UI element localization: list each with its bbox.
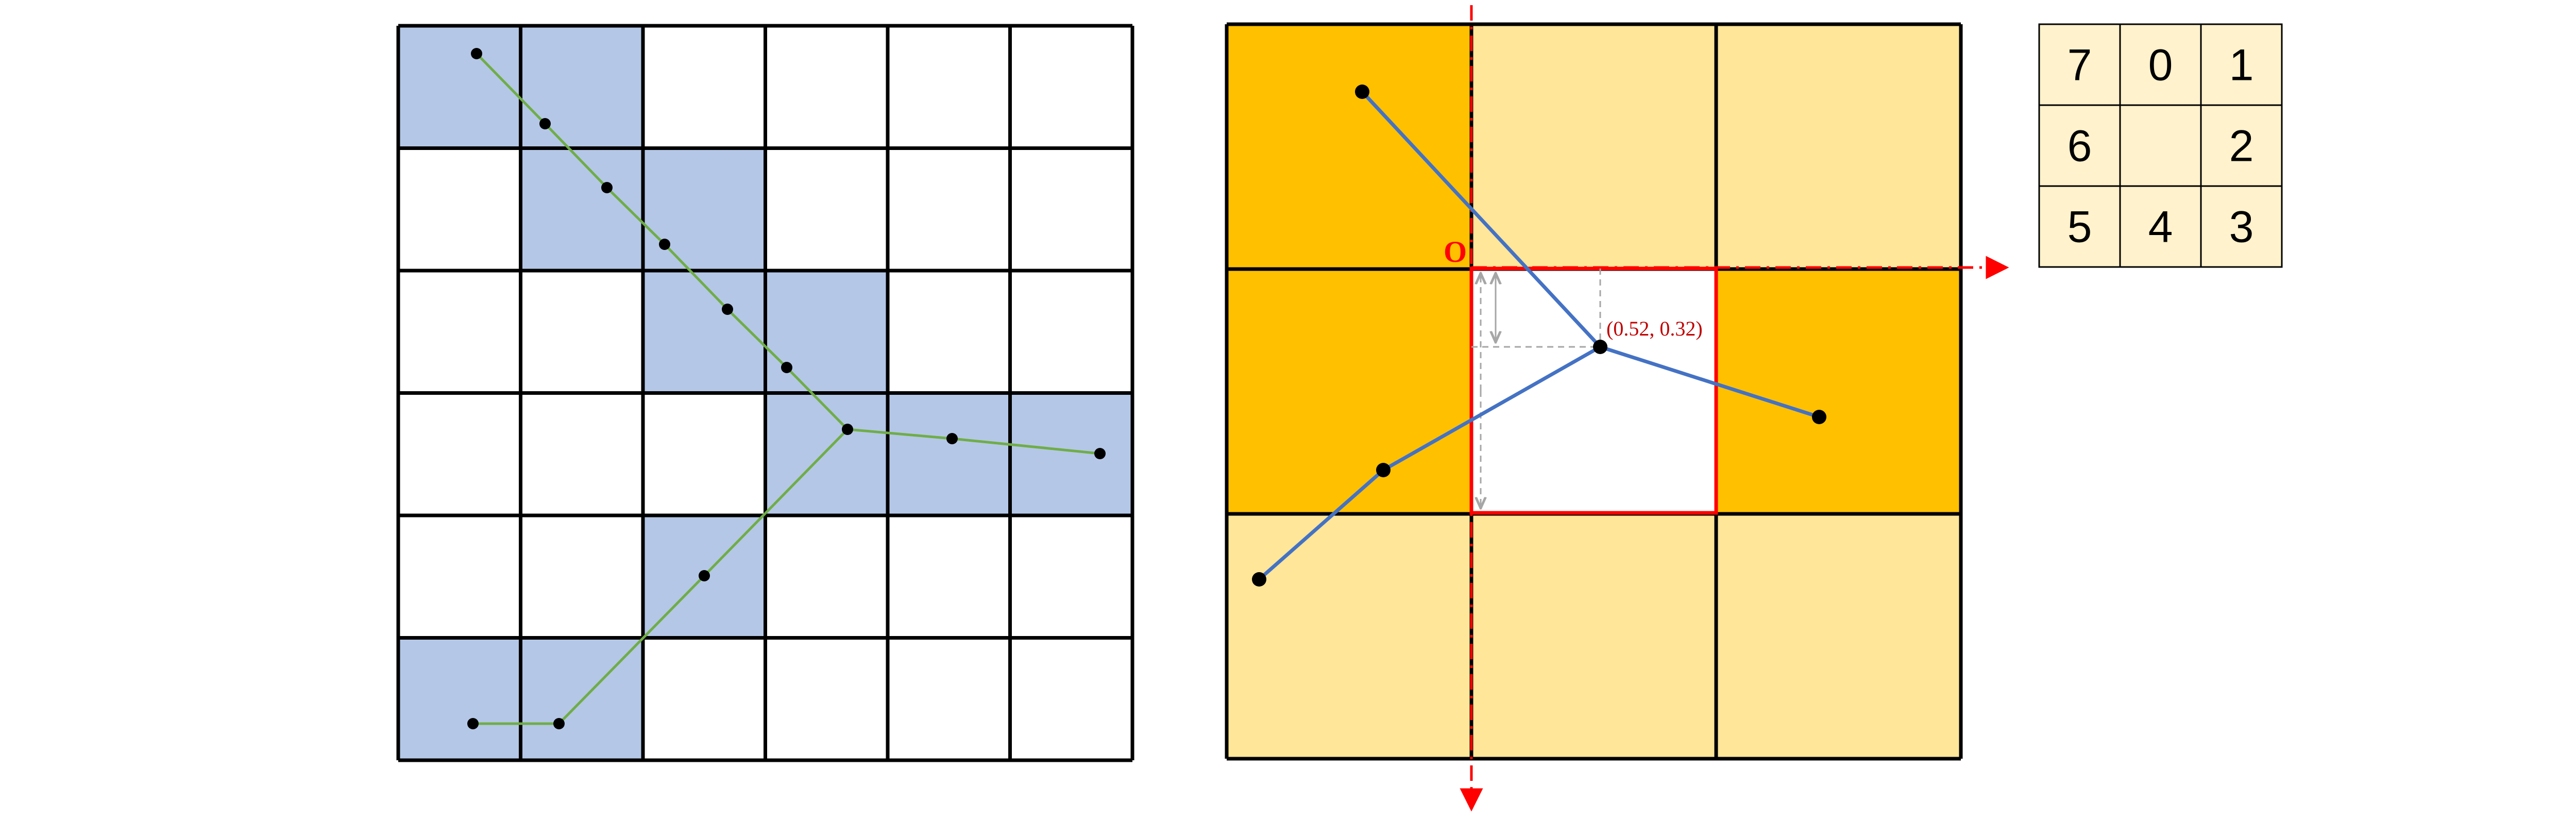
skeleton-node bbox=[601, 182, 613, 193]
skeleton-cell bbox=[1010, 393, 1132, 515]
skeleton-cell bbox=[765, 393, 888, 515]
skeleton-cell bbox=[643, 148, 766, 271]
skeleton-node bbox=[946, 433, 958, 444]
skeleton-cell bbox=[398, 26, 521, 148]
neighbor-cell bbox=[1716, 269, 1961, 514]
direction-code-2: 2 bbox=[2229, 122, 2254, 171]
direction-code-7: 7 bbox=[2067, 41, 2092, 90]
neighbor-cell bbox=[1716, 24, 1961, 269]
branch-node bbox=[1376, 463, 1391, 477]
skeleton-cell bbox=[520, 26, 643, 148]
direction-cell bbox=[2119, 104, 2202, 187]
direction-cell bbox=[2119, 185, 2202, 268]
branch-line-right bbox=[1598, 345, 1821, 419]
skeleton-cell bbox=[398, 638, 521, 760]
direction-cell bbox=[2038, 104, 2121, 187]
neighborhood-panel: O (0.52, 0.32) bbox=[1225, 5, 2009, 812]
branch-nodes bbox=[1252, 85, 1826, 587]
skeleton-node bbox=[699, 570, 710, 581]
skeleton-grid-panel bbox=[396, 24, 1134, 762]
branch-line-upper-left bbox=[1360, 90, 1602, 349]
neighbor-cell bbox=[1716, 514, 1961, 759]
direction-cell bbox=[2038, 185, 2121, 268]
coordinate-label: (0.52, 0.32) bbox=[1606, 317, 1703, 340]
center-cell bbox=[1471, 269, 1716, 514]
neighbor-cell bbox=[1227, 24, 1471, 269]
neighborhood-cell-fills bbox=[1227, 24, 1961, 759]
direction-cell bbox=[2200, 23, 2283, 106]
direction-code-6: 6 bbox=[2067, 122, 2092, 171]
offset-guides bbox=[1471, 269, 1601, 508]
branch-node bbox=[1252, 572, 1266, 587]
neighbor-cell bbox=[1471, 24, 1716, 269]
direction-code-5: 5 bbox=[2067, 203, 2092, 252]
skeleton-cell bbox=[888, 393, 1010, 515]
skeleton-node bbox=[659, 239, 670, 250]
branch-node bbox=[1355, 85, 1369, 99]
skeleton-node bbox=[722, 304, 733, 315]
skeleton-node bbox=[781, 362, 792, 373]
skeleton-nodes bbox=[467, 48, 1106, 729]
direction-code-0: 0 bbox=[2148, 41, 2173, 90]
direction-code-table: 7 0 1 6 2 5 4 3 bbox=[2038, 23, 2283, 268]
direction-cell bbox=[2200, 104, 2283, 187]
skeleton-cell-fills bbox=[398, 26, 1132, 760]
skeleton-node bbox=[467, 718, 479, 729]
origin-label: O bbox=[1444, 235, 1467, 269]
skeleton-node bbox=[1094, 448, 1106, 459]
neighbor-cell bbox=[1227, 514, 1471, 759]
neighbor-cell bbox=[1227, 269, 1471, 514]
direction-code-1: 1 bbox=[2229, 41, 2254, 90]
skeleton-node bbox=[553, 718, 565, 729]
direction-code-4: 4 bbox=[2148, 203, 2173, 252]
center-node bbox=[1593, 340, 1607, 354]
neighbor-cell bbox=[1471, 514, 1716, 759]
skeleton-lower-branch bbox=[473, 428, 849, 725]
skeleton-cell bbox=[765, 271, 888, 393]
direction-cell bbox=[2119, 23, 2202, 106]
skeleton-cell bbox=[643, 271, 766, 393]
skeleton-node bbox=[471, 48, 482, 59]
skeleton-cell bbox=[520, 148, 643, 271]
skeleton-node bbox=[842, 424, 853, 435]
direction-code-3: 3 bbox=[2229, 203, 2254, 252]
branch-node bbox=[1812, 410, 1826, 424]
direction-cell bbox=[2200, 185, 2283, 268]
skeleton-node bbox=[539, 118, 551, 129]
